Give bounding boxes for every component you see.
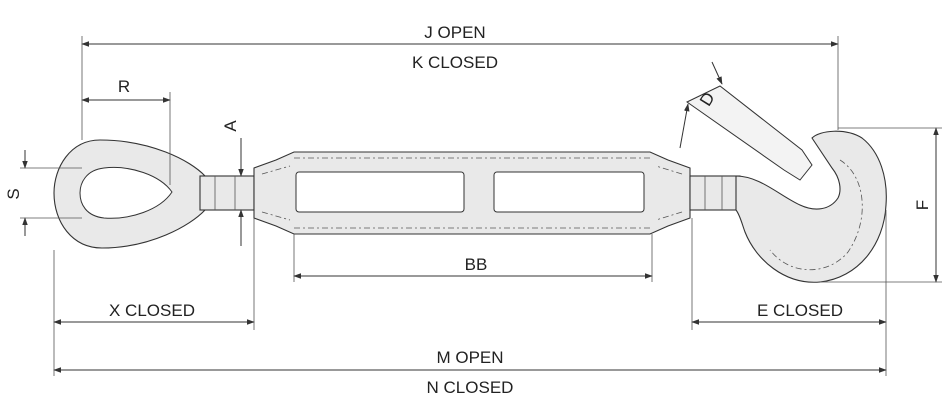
dim-label-f: F xyxy=(913,200,932,210)
dim-label-k-closed: K CLOSED xyxy=(412,53,498,72)
dim-label-j-open: J OPEN xyxy=(424,23,485,42)
dim-label-bb: BB xyxy=(465,255,488,274)
dim-f xyxy=(820,127,942,283)
dim-bb xyxy=(293,234,653,282)
dim-s xyxy=(20,150,82,236)
dim-label-m-open: M OPEN xyxy=(436,348,503,367)
eye-end xyxy=(53,139,255,249)
dim-j-k xyxy=(81,36,839,140)
dim-label-n-closed: N CLOSED xyxy=(427,378,514,397)
hook-end xyxy=(686,85,887,283)
dim-label-s: S xyxy=(4,188,23,199)
dim-r xyxy=(81,92,171,185)
dim-label-e-closed: E CLOSED xyxy=(757,301,843,320)
dim-label-x-closed: X CLOSED xyxy=(109,301,195,320)
turnbuckle-body xyxy=(253,151,691,235)
dim-label-r: R xyxy=(118,77,130,96)
dim-label-a: A xyxy=(221,120,240,132)
dim-e xyxy=(691,210,887,376)
dim-x xyxy=(53,218,255,376)
dim-d xyxy=(679,61,723,149)
